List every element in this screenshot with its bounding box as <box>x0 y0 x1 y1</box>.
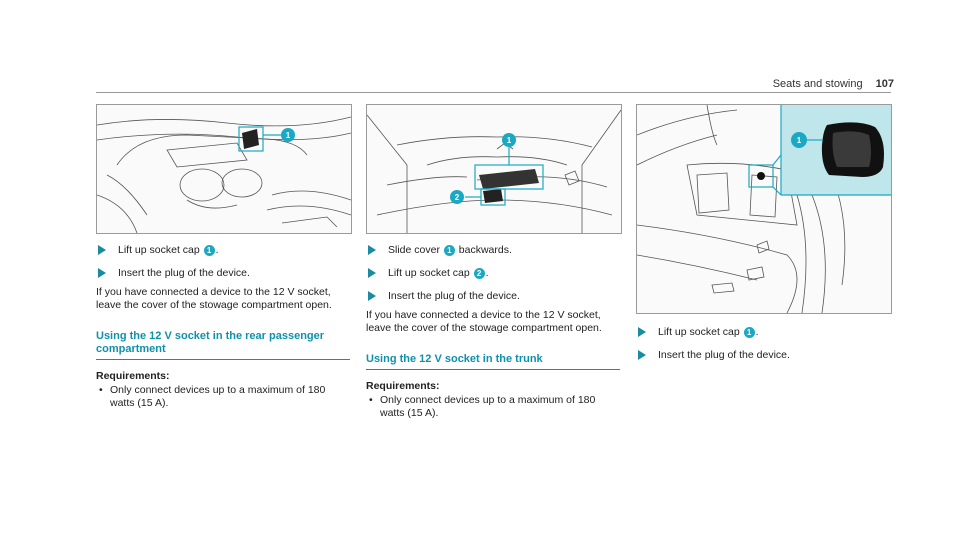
illustration-rear-console: 1 2 <box>366 104 622 234</box>
step-arrow-icon <box>368 291 376 301</box>
requirement-item: Only connect devices up to a maximum of … <box>366 394 620 420</box>
callout-1: 1 <box>507 136 512 145</box>
section-heading: Using the 12 V socket in the trunk <box>366 353 620 370</box>
callout-2: 2 <box>455 193 460 202</box>
step-arrow-icon <box>98 268 106 278</box>
step-lift-cap: Lift up socket cap 1. <box>636 326 890 339</box>
chapter-title: Seats and stowing <box>772 78 863 90</box>
step-insert-plug: Insert the plug of the device. <box>96 267 350 280</box>
callout-badge: 1 <box>743 326 755 338</box>
callout-badge: 1 <box>203 244 215 256</box>
section-heading: Using the 12 V socket in the rear passen… <box>96 330 350 360</box>
header-divider <box>96 92 891 93</box>
callout-1: 1 <box>797 136 802 145</box>
column-1: 1 Lift up socket cap 1. Insert the plug … <box>96 104 352 410</box>
step-lift-cap: Lift up socket cap 1. <box>96 244 350 257</box>
column-2: 1 2 Slide cover 1 backwards. Lift up soc… <box>366 104 622 420</box>
column-3: 1 Lift up socket cap 1. Insert the plug … <box>636 104 892 362</box>
page-header: Seats and stowing 107 <box>773 78 894 90</box>
requirements-label: Requirements: <box>96 370 170 382</box>
illustration-trunk: 1 <box>636 104 892 314</box>
callout-1: 1 <box>286 131 291 140</box>
step-insert-plug: Insert the plug of the device. <box>636 349 890 362</box>
note-text: If you have connected a device to the 12… <box>96 286 332 311</box>
step-arrow-icon <box>368 245 376 255</box>
step-arrow-icon <box>98 245 106 255</box>
step-arrow-icon <box>368 268 376 278</box>
callout-badge: 1 <box>443 244 455 256</box>
callout-badge: 2 <box>473 267 485 279</box>
step-arrow-icon <box>638 327 646 337</box>
requirement-item: Only connect devices up to a maximum of … <box>96 384 350 410</box>
illustration-center-console: 1 <box>96 104 352 234</box>
requirements-label: Requirements: <box>366 380 440 392</box>
step-lift-cap: Lift up socket cap 2. <box>366 267 620 280</box>
note-text: If you have connected a device to the 12… <box>366 309 602 334</box>
page-number: 107 <box>875 78 894 90</box>
step-insert-plug: Insert the plug of the device. <box>366 290 620 303</box>
step-arrow-icon <box>638 350 646 360</box>
step-slide-cover: Slide cover 1 backwards. <box>366 244 620 257</box>
